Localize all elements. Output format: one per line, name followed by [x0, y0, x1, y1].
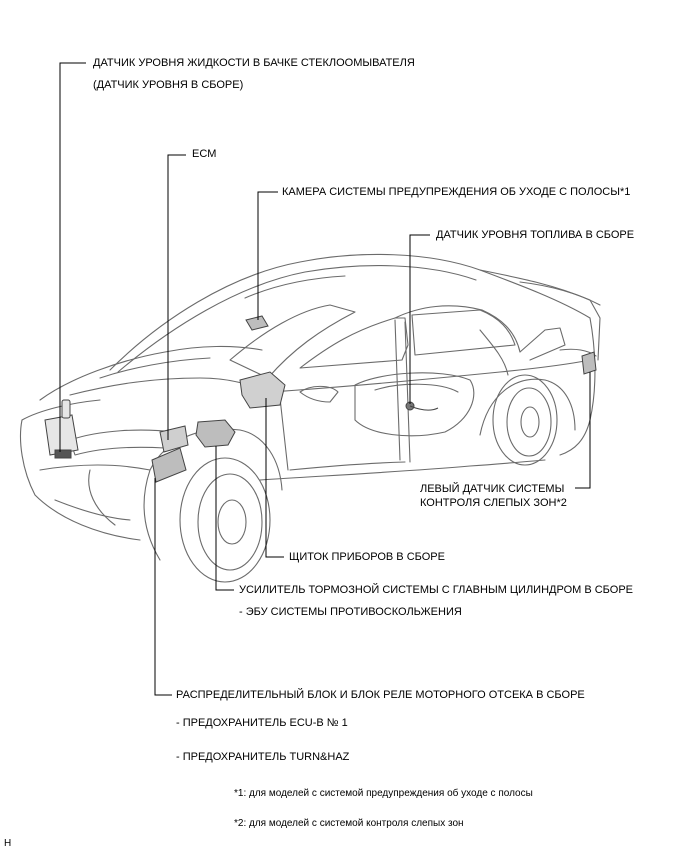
- label-washer-level-sensor: ДАТЧИК УРОВНЯ ЖИДКОСТИ В БАЧКЕ СТЕКЛООМЫ…: [93, 57, 415, 69]
- label-blind-spot-sensor-line2: КОНТРОЛЯ СЛЕПЫХ ЗОН*2: [420, 497, 567, 509]
- junction-block-icon: [151, 447, 187, 483]
- washer-tank-icon: [44, 414, 79, 456]
- label-lane-camera: КАМЕРА СИСТЕМЫ ПРЕДУПРЕЖДЕНИЯ ОБ УХОДЕ С…: [282, 186, 631, 198]
- label-fuse-ecu-b: - ПРЕДОХРАНИТЕЛЬ ECU-B № 1: [176, 717, 348, 729]
- footnote-2: *2: для моделей с системой контроля слеп…: [234, 818, 464, 829]
- combination-meter-icon: [239, 371, 286, 409]
- components: [44, 315, 597, 483]
- label-blind-spot-sensor-line1: ЛЕВЫЙ ДАТЧИК СИСТЕМЫ: [420, 483, 565, 495]
- label-fuse-turn-haz: - ПРЕДОХРАНИТЕЛЬ TURN&HAZ: [176, 751, 350, 763]
- label-washer-level-sensor-assy: (ДАТЧИК УРОВНЯ В СБОРЕ): [93, 79, 244, 91]
- label-ecm: ECM: [192, 148, 217, 160]
- label-junction-block: РАСПРЕДЕЛИТЕЛЬНЫЙ БЛОК И БЛОК РЕЛЕ МОТОР…: [176, 689, 585, 701]
- car-outline: [19, 253, 601, 583]
- label-combination-meter: ЩИТОК ПРИБОРОВ В СБОРЕ: [289, 551, 445, 563]
- washer-filler-icon: [61, 399, 71, 419]
- label-brake-booster: УСИЛИТЕЛЬ ТОРМОЗНОЙ СИСТЕМЫ С ГЛАВНЫМ ЦИ…: [239, 584, 634, 596]
- brake-booster-icon: [195, 419, 236, 448]
- leader-lines: [59, 62, 591, 696]
- lane-camera-icon: [245, 315, 269, 331]
- footnote-1: *1: для моделей с системой предупреждени…: [234, 788, 533, 799]
- label-abs-ecu: - ЭБУ СИСТЕМЫ ПРОТИВОСКОЛЬЖЕНИЯ: [239, 606, 462, 618]
- washer-level-sensor-icon: [54, 449, 72, 459]
- ecm-icon: [159, 425, 189, 453]
- blind-spot-sensor-icon: [581, 351, 597, 375]
- label-fuel-sensor: ДАТЧИК УРОВНЯ ТОПЛИВА В СБОРЕ: [436, 229, 635, 241]
- corner-mark: H: [4, 838, 12, 849]
